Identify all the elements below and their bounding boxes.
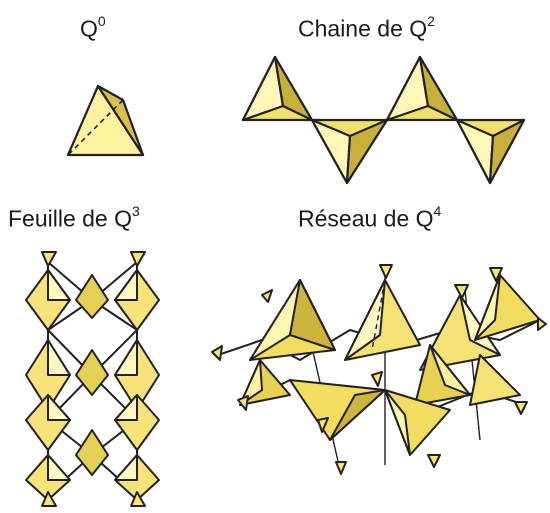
label-q3-sheet: Feuille de Q3 <box>8 203 140 233</box>
q2-chain <box>241 55 526 185</box>
label-q3-superscript: 3 <box>132 203 140 219</box>
label-q4-text: Réseau de Q <box>298 205 434 232</box>
q4-network <box>211 264 547 475</box>
label-q0: Q0 <box>80 13 106 43</box>
q0-tetrahedron <box>66 84 145 157</box>
label-q2-superscript: 2 <box>427 13 435 29</box>
label-q3-text: Feuille de Q <box>8 205 133 232</box>
label-q0-text: Q <box>80 15 98 42</box>
label-q2-chain: Chaine de Q2 <box>298 13 435 43</box>
label-q0-superscript: 0 <box>97 13 106 29</box>
label-q4-network: Réseau de Q4 <box>298 203 442 233</box>
q3-sheet <box>25 251 160 507</box>
label-q4-superscript: 4 <box>433 203 442 219</box>
label-q2-text: Chaine de Q <box>298 15 428 42</box>
